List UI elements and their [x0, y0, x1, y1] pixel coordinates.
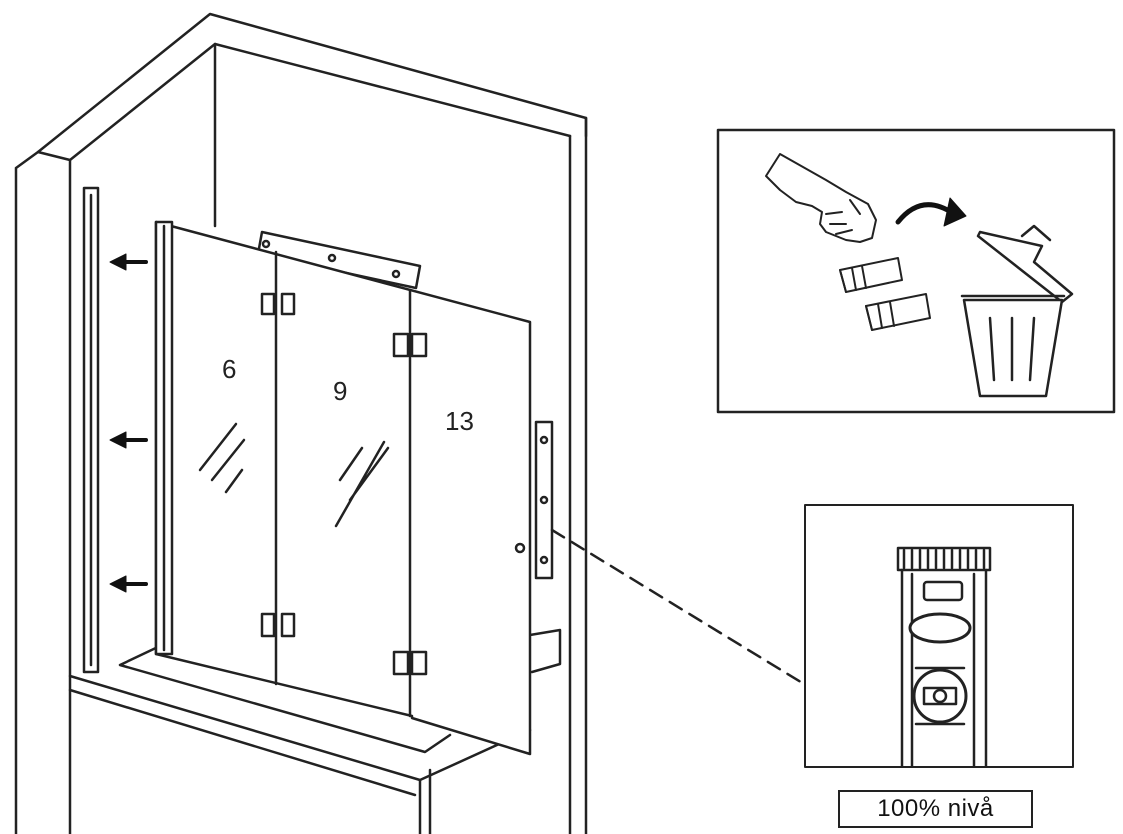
panel-label-9: 9 — [333, 376, 347, 406]
panel-label-13: 13 — [445, 406, 474, 436]
glass-panels — [154, 220, 532, 756]
hand-icon — [765, 153, 877, 243]
wall-structure — [14, 12, 588, 834]
top-bracket — [256, 230, 422, 290]
panel-label-6: 6 — [222, 354, 236, 384]
clip-icon — [839, 257, 931, 331]
curved-arrow-icon — [895, 197, 967, 227]
arrow-left-icon — [109, 253, 148, 593]
side-bracket — [514, 420, 554, 580]
leader-line — [550, 528, 806, 686]
level-inset — [804, 504, 1074, 768]
wall-profile — [82, 186, 100, 674]
spirit-level-icon — [896, 546, 992, 768]
level-caption-box: 100% nivå — [838, 790, 1033, 828]
hinges — [260, 292, 428, 676]
level-caption: 100% nivå — [877, 795, 994, 822]
clip-removal-inset — [716, 128, 1116, 414]
trash-bin-icon — [960, 224, 1074, 398]
